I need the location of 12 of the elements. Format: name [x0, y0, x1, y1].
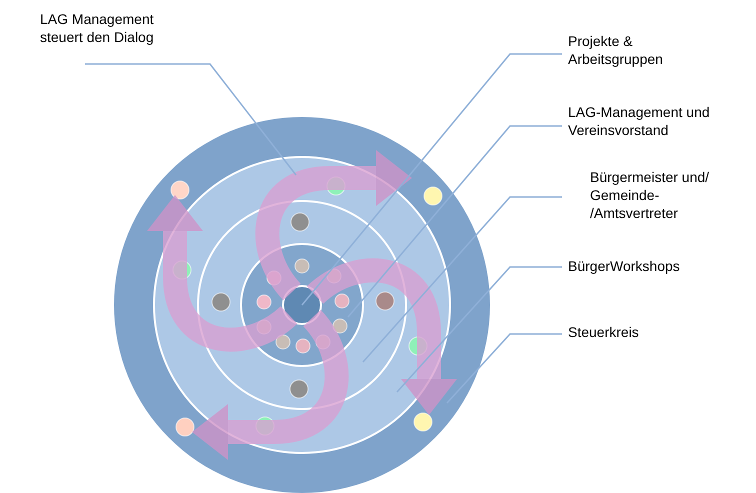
label-text: LAG Management steuert den Dialog	[40, 10, 155, 46]
leader-line	[362, 196, 562, 362]
leader-line	[446, 333, 562, 404]
leader-line	[396, 266, 562, 392]
leader-line	[301, 53, 562, 306]
label-text: Steuerkreis	[568, 323, 640, 341]
leader-line	[85, 63, 297, 176]
label-text: Projekte & Arbeitsgruppen	[568, 32, 664, 68]
leader-line	[347, 125, 562, 318]
label-text: LAG-Management und Vereinsvorstand	[568, 103, 711, 139]
label-text: BürgerWorkshops	[568, 257, 681, 275]
label-text: Bürgermeister und/ Gemeinde- /Amtsvertreter	[590, 168, 710, 222]
